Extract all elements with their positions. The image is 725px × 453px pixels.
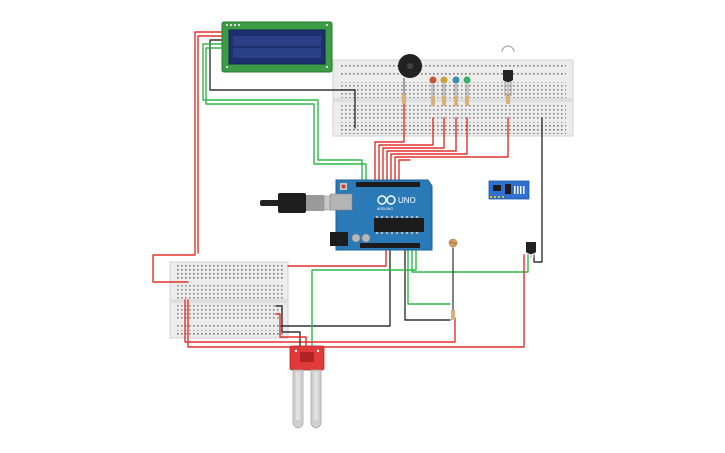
wire-moisture-vcc[interactable] <box>275 313 307 347</box>
wire-lcd-gnd[interactable] <box>209 39 356 91</box>
wire-arduino-gnd[interactable] <box>279 249 391 327</box>
lcd-16x2-icon[interactable] <box>221 21 333 73</box>
wire-d-extra[interactable] <box>398 159 411 181</box>
wire-moisture-signal[interactable] <box>311 249 417 347</box>
temperature-sensor-icon[interactable] <box>501 45 515 96</box>
wire-d-buzzer[interactable] <box>374 95 405 181</box>
wire-a2-black[interactable] <box>404 249 451 321</box>
piezo-buzzer-icon[interactable] <box>398 54 422 96</box>
arduino-brand-label: UNO <box>398 196 416 205</box>
wire-arduino-5v[interactable] <box>287 249 387 267</box>
breadboard-top[interactable] <box>332 59 574 137</box>
wire-lcd-red-2[interactable] <box>197 35 223 254</box>
wire-bottom-red-1[interactable] <box>184 299 456 343</box>
soil-moisture-sensor-icon[interactable] <box>289 345 325 429</box>
arduino-sub-label: ARDUINO <box>377 207 393 211</box>
breadboard-bottom[interactable] <box>169 261 289 339</box>
wires <box>152 31 543 348</box>
arduino-uno-icon[interactable]: UNO ARDUINO <box>329 179 433 251</box>
wire-d-temp[interactable] <box>394 117 509 181</box>
photoresistor-icon[interactable] <box>448 238 458 248</box>
wire-right-gnd[interactable] <box>533 117 543 263</box>
wire-d-led3[interactable] <box>386 117 457 181</box>
wire-bottom-red-2[interactable] <box>187 254 525 348</box>
led-blue-icon[interactable] <box>452 76 460 97</box>
wire-lcd-scl[interactable] <box>205 47 367 181</box>
resistors <box>402 94 510 106</box>
wire-lcd-sda[interactable] <box>202 43 363 181</box>
wire-lcd-vcc[interactable] <box>152 31 223 283</box>
ldr-resistor-icon <box>451 310 455 320</box>
led-red-icon[interactable] <box>429 76 437 97</box>
wire-d-led1[interactable] <box>378 117 434 181</box>
wire-d-led4[interactable] <box>390 117 468 181</box>
wire-a0-green[interactable] <box>407 249 451 305</box>
wire-d-led2[interactable] <box>382 117 445 181</box>
wire-a1-green[interactable] <box>411 249 529 273</box>
arduino-logo-icon <box>377 195 396 205</box>
usb-cable-icon <box>260 193 339 213</box>
esp8266-wifi-module-icon[interactable] <box>488 180 530 200</box>
transistor-icon[interactable] <box>526 242 536 258</box>
led-green-icon[interactable] <box>463 76 471 97</box>
led-yellow-icon[interactable] <box>440 76 448 97</box>
